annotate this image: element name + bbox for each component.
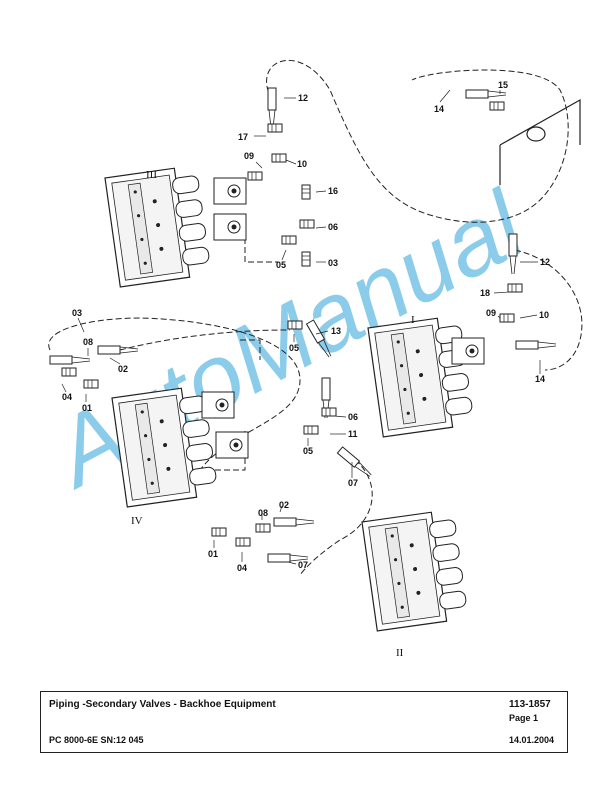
callout-14-top: 14 [434,104,444,114]
valve-block-i [367,314,476,438]
parts-diagram: AutoManual III IV I II [33,60,583,659]
valve-block-ii [361,508,470,632]
callout-16: 16 [328,186,338,196]
title-block: Piping -Secondary Valves - Backhoe Equip… [40,691,568,753]
callout-11: 11 [348,429,358,439]
drawing-number: 113-1857 [509,699,551,710]
valve-flange-iv-b [215,431,249,459]
pipe-routes [48,60,583,576]
callout-01-bottom: 01 [208,549,218,559]
document-date: 14.01.2004 [509,735,555,745]
valve-label-iii: III [146,169,157,181]
mounting-bracket [499,98,581,185]
callout-10-top: 10 [297,159,307,169]
valve-flange-iii-b [213,213,247,241]
valve-block-iii [104,164,213,288]
page-number: Page 1 [509,713,539,723]
callout-05-mid: 05 [289,343,299,353]
callout-14-right: 14 [535,374,545,384]
callout-05-low: 05 [303,446,313,456]
callout-07-mid: 07 [348,478,358,488]
callout-leaders [61,89,541,565]
callout-18: 18 [480,288,490,298]
model-serial: PC 8000-6E SN:12 045 [49,735,144,745]
callout-03-top: 03 [328,258,338,268]
callout-06-top: 06 [328,222,338,232]
callout-08-bottom: 08 [258,508,268,518]
callout-labels: 12 17 09 10 16 06 05 03 15 14 12 18 09 1… [62,80,550,573]
callout-03-left: 03 [72,308,82,318]
callout-10-right: 10 [539,310,549,320]
valve-flange-i [451,337,485,365]
callout-01-left: 01 [82,403,92,413]
valve-flange-iv-a [201,391,235,419]
callout-12-top: 12 [298,93,308,103]
callout-07-bottom: 07 [298,560,308,570]
callout-04-left: 04 [62,392,72,402]
callout-02-left: 02 [118,364,128,374]
callout-17: 17 [238,132,248,142]
callout-09-right: 09 [486,308,496,318]
valve-flange-iii-a [213,177,247,205]
callout-09-top: 09 [244,151,254,161]
callout-05-top: 05 [276,260,286,270]
callout-04-bottom: 04 [237,563,247,573]
valve-label-iv: IV [131,515,143,527]
callout-02-bottom: 02 [279,500,289,510]
valve-label-i: I [411,314,415,326]
callout-13: 13 [331,326,341,336]
callout-08-left: 08 [83,337,93,347]
document-title: Piping -Secondary Valves - Backhoe Equip… [49,699,276,710]
callout-15: 15 [498,80,508,90]
valve-label-ii: II [396,647,404,659]
callout-06-mid: 06 [348,412,358,422]
callout-12-right: 12 [540,257,550,267]
